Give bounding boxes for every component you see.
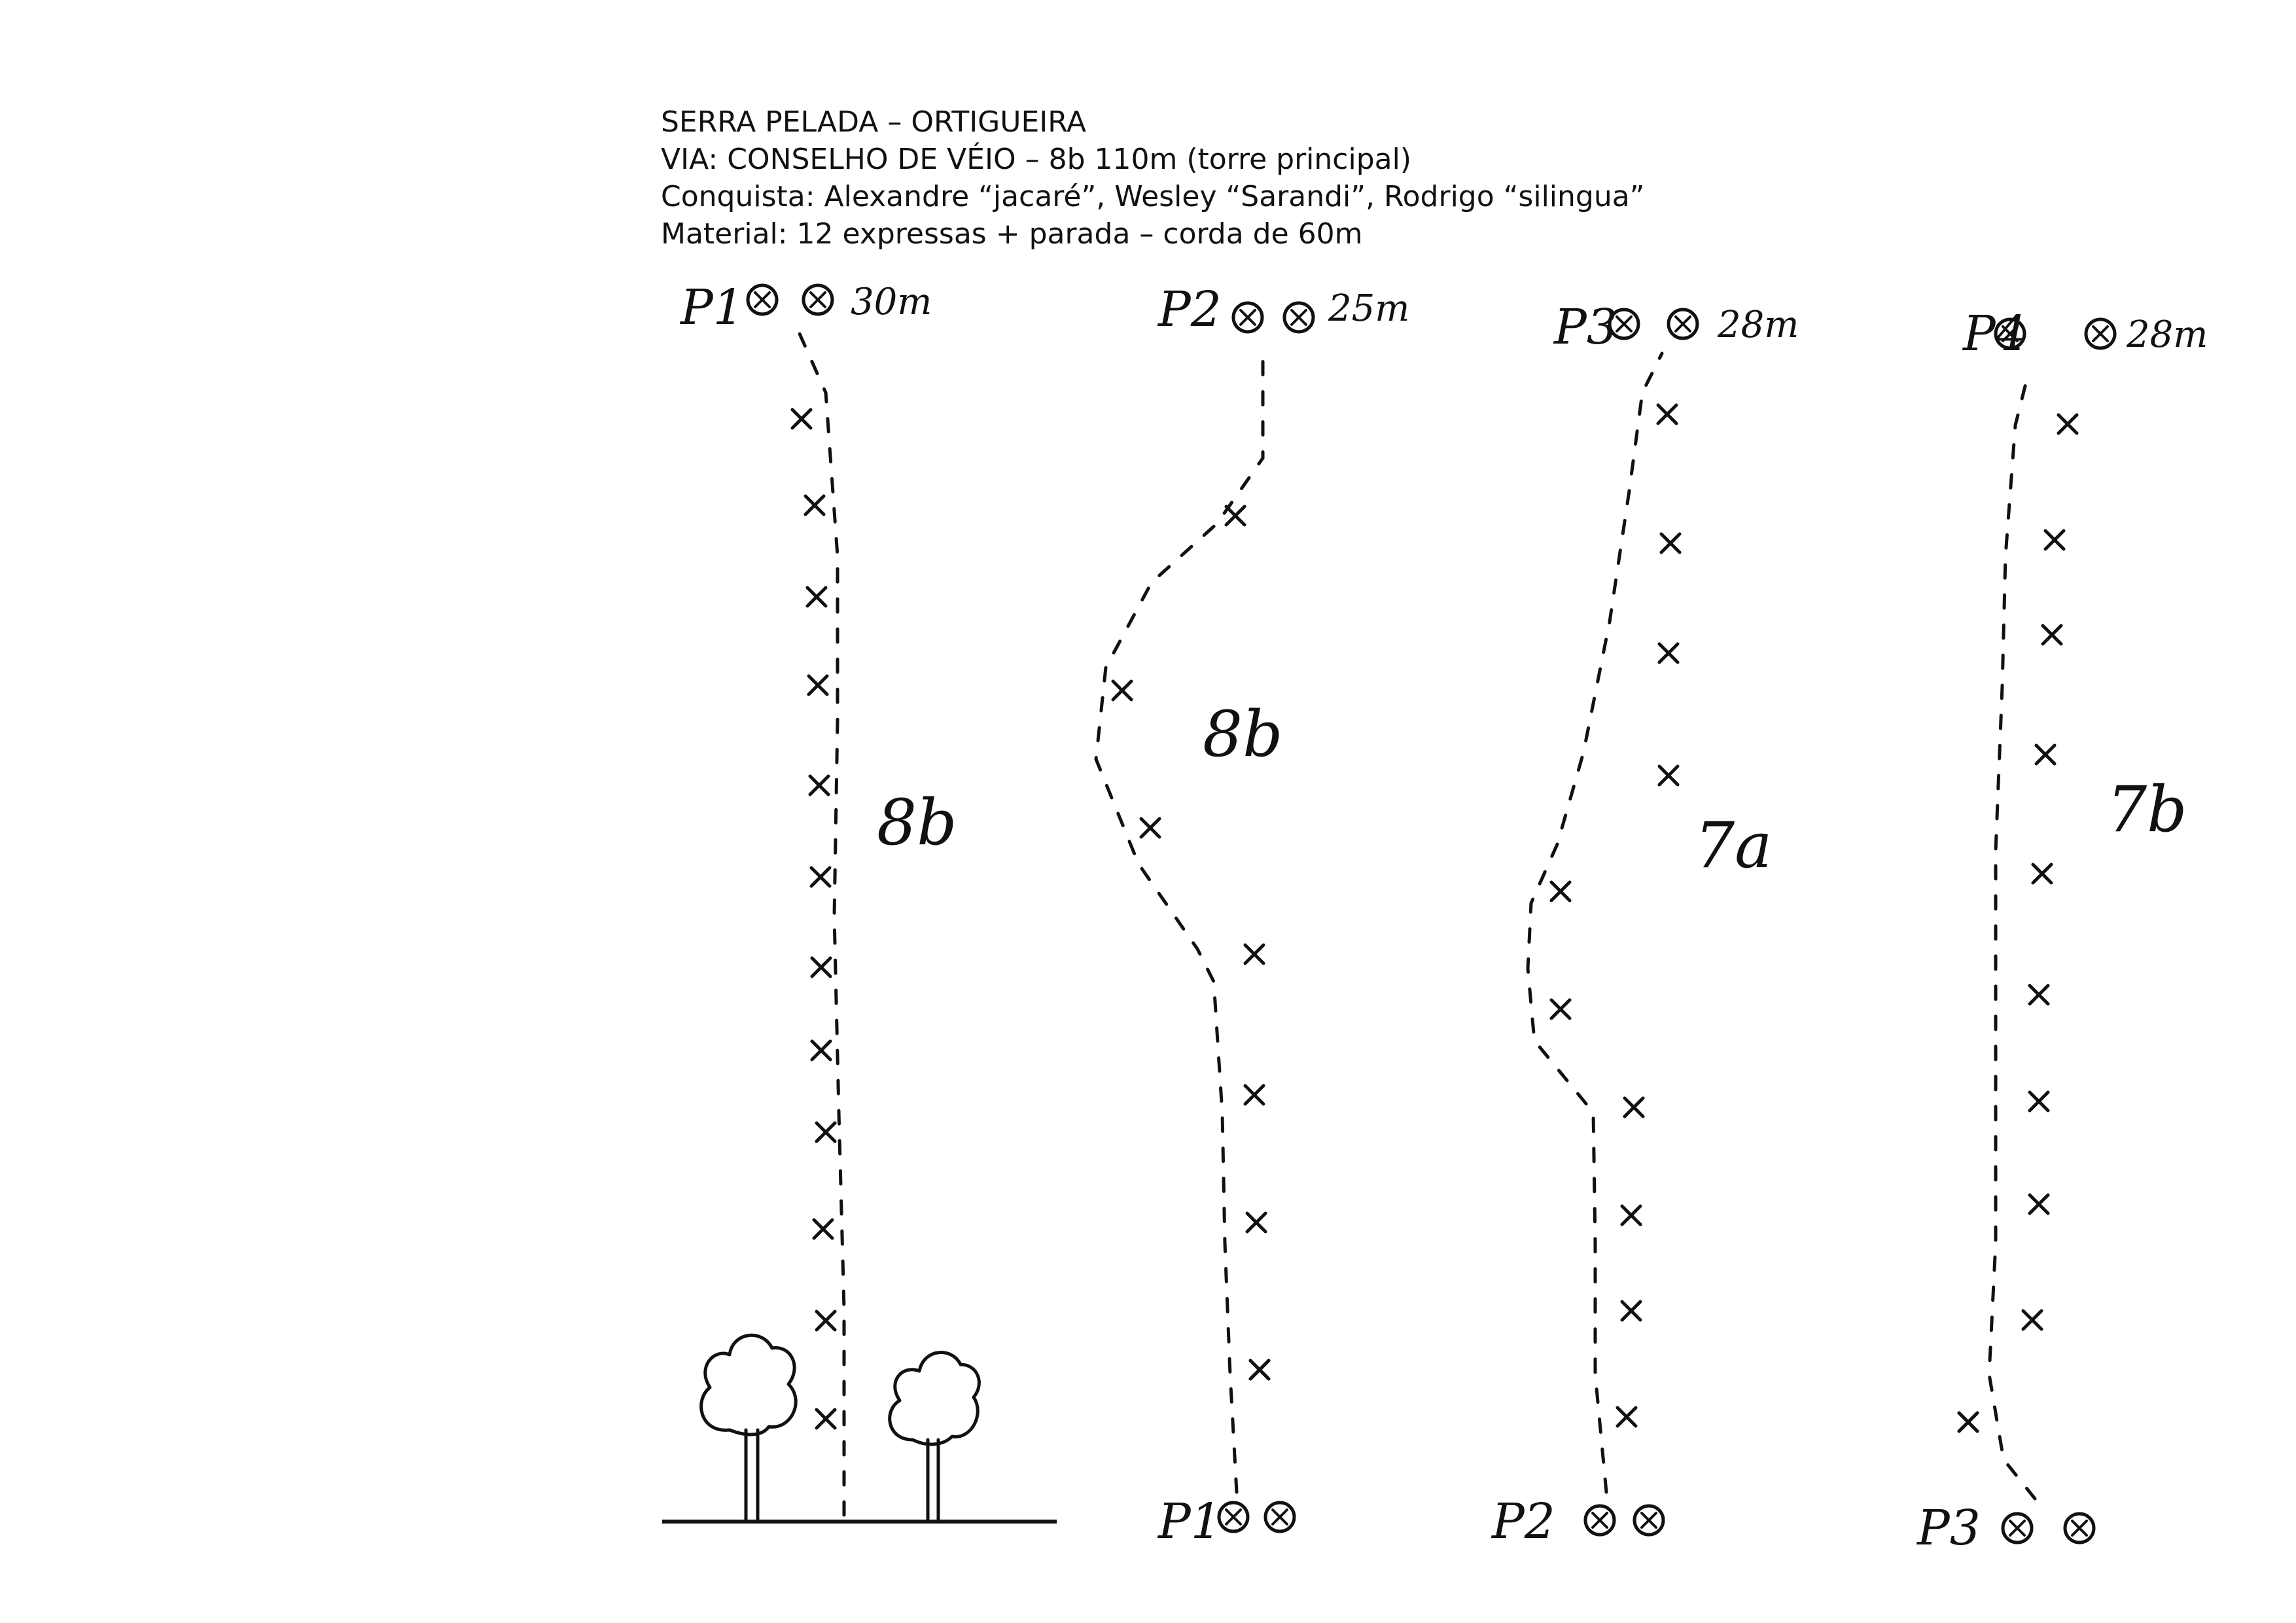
bolt-icon xyxy=(2041,624,2063,646)
bolt-icon xyxy=(1657,642,1680,664)
bolt-icon xyxy=(1657,764,1680,787)
anchor-bolt-icon xyxy=(2001,1512,2034,1544)
anchor-bolt-icon xyxy=(1583,1504,1616,1537)
anchor-bolt-icon xyxy=(1633,1504,1665,1537)
pitch-4-bottom-label: P3 xyxy=(1916,1500,1981,1556)
pitch-2-top-label: P2 xyxy=(1157,281,1222,338)
pitch-1-top-label: P1 xyxy=(679,279,744,336)
anchor-bolt-icon xyxy=(1282,301,1315,334)
pitch-2-length: 25m xyxy=(1328,287,1409,330)
anchor-bolt-icon xyxy=(1667,308,1699,340)
bolt-icon xyxy=(809,866,832,888)
pitch-3-top-label: P3 xyxy=(1553,299,1617,355)
bolt-icon xyxy=(1243,943,1265,965)
bolt-icon xyxy=(815,1310,837,1332)
anchor-bolt-icon xyxy=(1994,317,2026,350)
pitch-3-route-line xyxy=(1526,351,1664,1494)
anchor-bolt-icon xyxy=(1608,308,1640,340)
bolt-icon xyxy=(1248,1359,1271,1381)
pitch-1-length: 30m xyxy=(851,281,932,323)
bolt-icon xyxy=(790,408,813,430)
pitch-4-top-label: P4 xyxy=(1962,306,2026,362)
bolt-icon xyxy=(1957,1411,1979,1433)
pitch-3-bottom-label: P2 xyxy=(1491,1493,1555,1550)
bolt-icon xyxy=(815,1121,837,1143)
topo-header: SERRA PELADA – ORTIGUEIRA VIA: CONSELHO … xyxy=(661,103,1644,253)
bolt-icon xyxy=(815,1408,837,1430)
bolt-icon xyxy=(1139,817,1161,839)
bolt-icon xyxy=(2028,984,2050,1006)
bolt-icon xyxy=(2031,863,2053,885)
bolt-icon xyxy=(1549,880,1572,902)
pitch-4-length: 28m xyxy=(2126,313,2208,356)
bolt-icon xyxy=(2034,743,2057,766)
crag-name: SERRA PELADA – ORTIGUEIRA xyxy=(661,105,1087,139)
pitch-4-route-line xyxy=(1987,371,2037,1501)
bolt-icon xyxy=(2057,413,2079,435)
bolt-icon xyxy=(812,1218,834,1240)
tree-icon xyxy=(699,1333,798,1524)
anchor-bolt-icon xyxy=(802,283,834,316)
pitch-1-route-line xyxy=(798,332,846,1517)
pitch-1-grade: 8b xyxy=(877,786,957,859)
anchor-markers xyxy=(746,283,2117,1544)
bolt-icon xyxy=(810,1039,832,1061)
anchor-bolt-icon xyxy=(746,283,779,316)
anchor-bolt-icon xyxy=(1263,1501,1296,1533)
bolt-icon xyxy=(2028,1090,2050,1113)
bolt-icon xyxy=(2028,1193,2050,1215)
route-name: VIA: CONSELHO DE VÉIO – 8b 110m (torre p… xyxy=(661,143,1411,176)
bolt-icon xyxy=(1243,1084,1265,1106)
pitch-2-bottom-label: P1 xyxy=(1157,1493,1222,1550)
pitch-4-grade: 7b xyxy=(2107,773,2187,846)
bolt-icon xyxy=(804,494,826,516)
pitch-3-grade: 7a xyxy=(1695,809,1772,882)
bolt-icon xyxy=(1620,1204,1642,1226)
pitch-3-length: 28m xyxy=(1717,304,1799,346)
bolt-icon xyxy=(1620,1300,1642,1322)
bolt-icon xyxy=(805,586,828,608)
pitch-2-route-line xyxy=(1094,351,1265,1494)
bolt-icon xyxy=(1656,403,1678,425)
anchor-bolt-icon xyxy=(1231,301,1264,334)
bolt-icon xyxy=(1245,1211,1267,1234)
anchor-bolt-icon xyxy=(2063,1512,2096,1544)
gear-list: Material: 12 expressas + parada – corda … xyxy=(661,217,1363,251)
bolt-icon xyxy=(1224,505,1246,527)
bolt-icon xyxy=(810,956,832,978)
bolt-icon xyxy=(2043,529,2066,551)
bolt-icon xyxy=(807,674,829,696)
bolt-icon xyxy=(1623,1096,1645,1118)
tree-icon xyxy=(888,1351,981,1524)
bolt-icon xyxy=(2021,1309,2043,1331)
bolt-icon xyxy=(1111,679,1133,702)
bolt-markers xyxy=(790,403,2079,1433)
bolt-icon xyxy=(1549,998,1572,1020)
bolt-icon xyxy=(1659,532,1682,554)
anchor-bolt-icon xyxy=(1217,1501,1250,1533)
anchor-bolt-icon xyxy=(2084,317,2117,350)
bolt-icon xyxy=(808,774,830,796)
bolt-icon xyxy=(1616,1406,1638,1428)
pitch-2-grade: 8b xyxy=(1203,698,1283,771)
first-ascent: Conquista: Alexandre “jacaré”, Wesley “S… xyxy=(661,180,1645,213)
